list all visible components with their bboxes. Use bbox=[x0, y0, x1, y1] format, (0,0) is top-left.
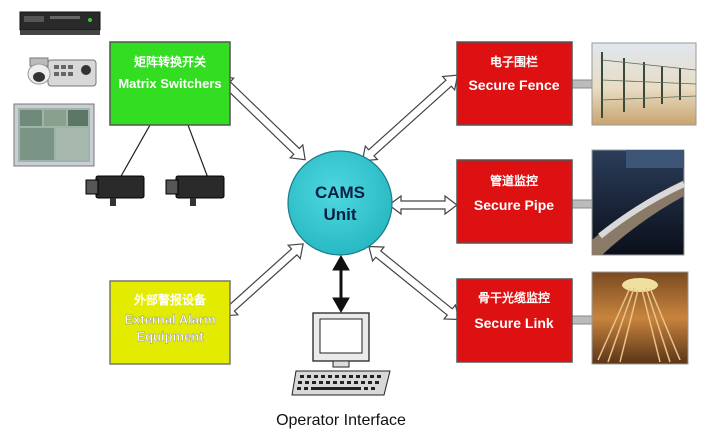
fence-zh: 电子围栏 bbox=[490, 54, 538, 69]
secure-fence-box: 电子围栏 Secure Fence bbox=[456, 41, 573, 126]
operator-interface-label: Operator Interface bbox=[276, 412, 406, 429]
dvr-rack-unit-icon bbox=[19, 11, 101, 35]
pipe-en: Secure Pipe bbox=[474, 197, 554, 213]
cams-hub: CAMS Unit bbox=[287, 150, 393, 256]
connector-arrows bbox=[218, 74, 460, 321]
operator-workstation-icon bbox=[291, 312, 391, 396]
cable-tunnel-photo bbox=[591, 271, 689, 365]
fence-photo bbox=[591, 42, 697, 126]
arrow-hub-pipe bbox=[388, 194, 458, 216]
matrix-en: Matrix Switchers bbox=[118, 76, 221, 91]
box-camera-icon-1 bbox=[85, 175, 145, 206]
camera-links bbox=[119, 124, 209, 179]
ptz-keyboard-icon bbox=[27, 57, 97, 87]
photo-links bbox=[571, 79, 593, 325]
alarm-zh: 外部警报设备 bbox=[134, 292, 207, 307]
alarm-en-line1: External Alarm bbox=[124, 312, 215, 327]
hub-line2: Unit bbox=[323, 205, 356, 224]
hub-line1: CAMS bbox=[315, 183, 365, 202]
video-monitor-icon bbox=[13, 103, 95, 167]
link-zh: 骨干光缆监控 bbox=[478, 290, 550, 305]
box-camera-icon-2 bbox=[165, 175, 225, 206]
secure-pipe-box: 管道监控 Secure Pipe bbox=[456, 159, 573, 244]
pipe-zh: 管道监控 bbox=[490, 173, 538, 188]
matrix-zh: 矩阵转换开关 bbox=[133, 54, 206, 69]
secure-link-box: 骨干光缆监控 Secure Link bbox=[456, 278, 573, 363]
external-alarm-box: 外部警报设备 External Alarm Equipment bbox=[109, 280, 231, 365]
link-en: Secure Link bbox=[474, 315, 554, 331]
fence-en: Secure Fence bbox=[468, 77, 559, 93]
arrow-hub-fence bbox=[361, 74, 459, 162]
matrix-switchers-box: 矩阵转换开关 Matrix Switchers bbox=[109, 41, 231, 126]
alarm-en-line2: Equipment bbox=[136, 329, 204, 344]
pipeline-photo bbox=[591, 149, 686, 256]
arrow-hub-operator bbox=[332, 254, 350, 314]
arrow-hub-link bbox=[368, 245, 460, 321]
